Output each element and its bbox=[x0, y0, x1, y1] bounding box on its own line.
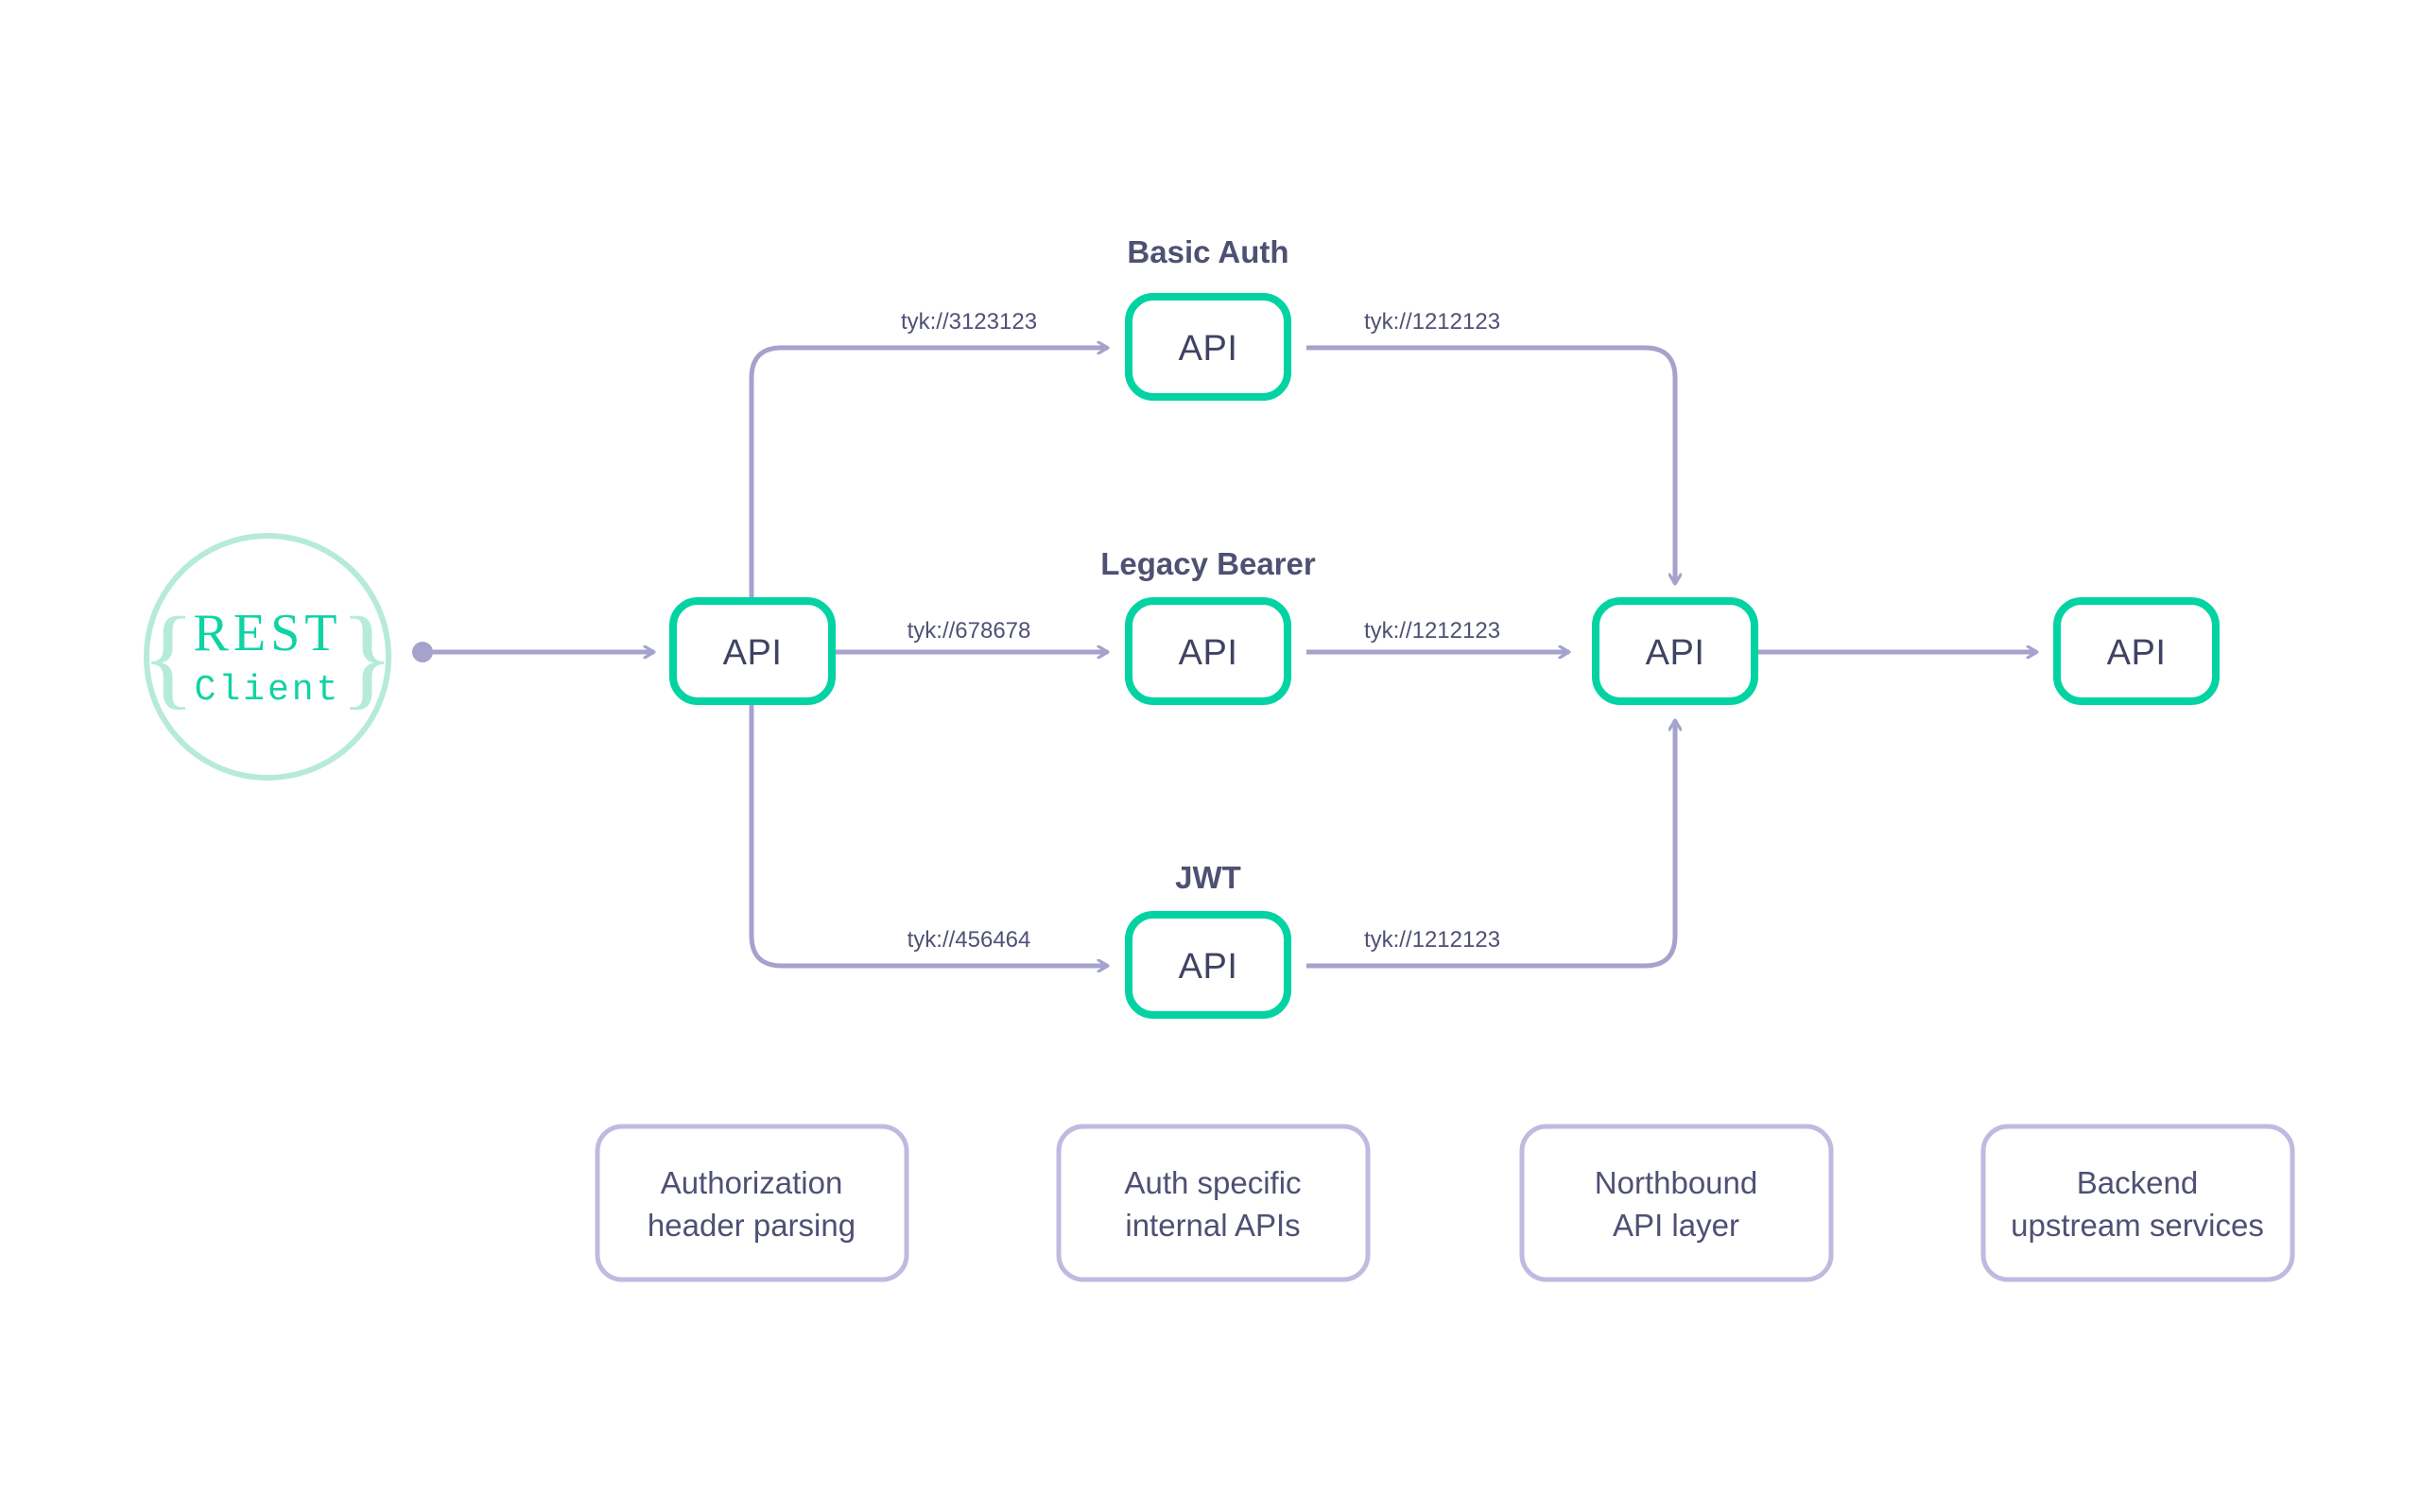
caption-auth-specific-internal-apis-box bbox=[1056, 1124, 1371, 1282]
caption-backend-upstream-services-box bbox=[1980, 1124, 2295, 1282]
rest-client-subtitle: Client bbox=[195, 670, 341, 711]
connector-gateway-to-jwt bbox=[749, 703, 1108, 966]
api-node-jwt-label: API bbox=[1179, 947, 1238, 987]
rest-client-title: REST bbox=[194, 604, 342, 662]
api-node-basic-auth-label: API bbox=[1179, 329, 1238, 369]
connector-basic-auth-to-northbound bbox=[1306, 345, 1675, 584]
api-node-legacy-bearer-box bbox=[1125, 597, 1291, 705]
rest-client-node[interactable]: { } REST Client bbox=[141, 533, 394, 781]
api-node-legacy-bearer-label: API bbox=[1179, 633, 1238, 673]
api-node-jwt-box bbox=[1125, 911, 1291, 1019]
right-brace-icon: } bbox=[339, 593, 394, 719]
caption-northbound-api-layer[interactable]: Northbound API layer bbox=[1519, 1124, 1834, 1282]
api-node-northbound[interactable]: API bbox=[1592, 597, 1758, 705]
api-node-basic-auth[interactable]: API bbox=[1125, 293, 1291, 401]
api-node-jwt[interactable]: API bbox=[1125, 911, 1291, 1019]
edge-label-gateway-to-jwt: tyk://456464 bbox=[908, 927, 1031, 953]
api-node-gateway-box bbox=[669, 597, 836, 705]
api-node-northbound-box bbox=[1592, 597, 1758, 705]
caption-authorization-header-parsing-line2: header parsing bbox=[648, 1208, 856, 1243]
api-node-legacy-bearer[interactable]: API bbox=[1125, 597, 1291, 705]
caption-northbound-api-layer-line1: Northbound bbox=[1595, 1165, 1757, 1200]
connector-jwt-to-northbound bbox=[1306, 720, 1675, 969]
caption-northbound-api-layer-box bbox=[1519, 1124, 1834, 1282]
edge-label-legacy-to-northbound: tyk://1212123 bbox=[1364, 618, 1500, 644]
api-node-backend-box bbox=[2053, 597, 2220, 705]
tier-label-jwt: JWT bbox=[1175, 860, 1241, 895]
api-node-gateway[interactable]: API bbox=[669, 597, 836, 705]
edge-label-gateway-to-basic: tyk://3123123 bbox=[901, 309, 1037, 335]
tier-label-legacy-bearer: Legacy Bearer bbox=[1100, 546, 1316, 581]
caption-auth-specific-internal-apis[interactable]: Auth specific internal APIs bbox=[1056, 1124, 1371, 1282]
api-node-basic-auth-box bbox=[1125, 293, 1291, 401]
api-node-northbound-label: API bbox=[1646, 633, 1705, 673]
edge-label-basic-to-northbound: tyk://1212123 bbox=[1364, 309, 1500, 335]
caption-auth-specific-internal-apis-line2: internal APIs bbox=[1125, 1208, 1300, 1243]
caption-backend-upstream-services[interactable]: Backend upstream services bbox=[1980, 1124, 2295, 1282]
edge-label-jwt-to-northbound: tyk://1212123 bbox=[1364, 927, 1500, 953]
rest-client-circle bbox=[144, 533, 391, 781]
caption-backend-upstream-services-line2: upstream services bbox=[2011, 1208, 2264, 1243]
connector-gateway-to-basic-auth bbox=[749, 348, 1108, 599]
left-brace-icon: { bbox=[141, 593, 196, 719]
caption-backend-upstream-services-line1: Backend bbox=[2077, 1165, 2198, 1200]
caption-authorization-header-parsing[interactable]: Authorization header parsing bbox=[595, 1124, 909, 1282]
caption-authorization-header-parsing-line1: Authorization bbox=[661, 1165, 843, 1200]
tier-label-basic-auth: Basic Auth bbox=[1127, 234, 1288, 269]
api-node-backend-label: API bbox=[2107, 633, 2167, 673]
api-node-gateway-label: API bbox=[723, 633, 783, 673]
caption-northbound-api-layer-line2: API layer bbox=[1613, 1208, 1739, 1243]
edge-label-gateway-to-legacy: tyk://678678 bbox=[908, 618, 1031, 644]
caption-authorization-header-parsing-box bbox=[595, 1124, 909, 1282]
caption-auth-specific-internal-apis-line1: Auth specific bbox=[1124, 1165, 1301, 1200]
api-node-backend[interactable]: API bbox=[2053, 597, 2220, 705]
